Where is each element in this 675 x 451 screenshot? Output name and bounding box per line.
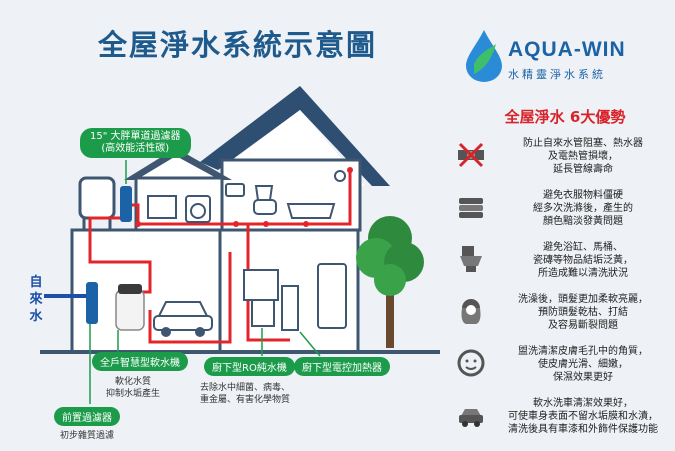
tree-trunk [386,288,394,348]
big-filter-sub: (高效能活性碳) [101,143,170,154]
page-title: 全屋淨水系統示意圖 [98,28,378,62]
advantage-item: 軟水洗車清潔效果好， 可使車身表面不留水垢膜和水漬， 清洗後具有車漆和外飾件保護… [452,394,668,435]
softener-tag: 全戶智慧型軟水機 [92,352,188,371]
advantage-line: 保濕效果更好 [553,371,613,383]
heater-device [281,285,299,331]
advantage-text: 洗澡後，頭髮更加柔軟亮麗， 預防頭髮乾枯、打結 及容易斷裂問題 [492,290,674,334]
ro-tag: 廚下型RO純水機 [204,357,295,376]
prefilter-note: 初步雜質過濾 [60,431,115,441]
advantage-line: 避免浴缸、馬桶、 [543,241,623,253]
refrigerator-icon [317,263,347,329]
advantage-line: 清洗後具有車漆和外飾件保護功能 [508,423,658,435]
prefilter-device [86,282,98,324]
softener-note: 軟化水質 抑制水垢產生 [106,376,160,400]
house-diagram [40,86,440,404]
advantage-line: 所造成難以清洗狀況 [538,267,628,279]
advantage-text: 避免衣服物料僵硬 經多次洗滌後，產生的 顏色黯淡發黃問題 [492,186,674,230]
advantage-line: 及容易斷裂問題 [548,319,618,331]
house-roof [200,86,390,186]
hair-icon [461,299,481,324]
big-filter-device [120,186,132,222]
advantage-item: 避免衣服物料僵硬 經多次洗滌後，產生的 顏色黯淡發黃問題 [452,186,668,227]
toilet-fixture-icon [254,185,274,201]
toilet-icon [460,246,482,272]
advantage-line: 盥洗清潔皮膚毛孔中的角質， [518,345,648,357]
advantage-line: 經多次洗滌後，產生的 [533,202,633,214]
advantage-item: 防止自來水管阻塞、熱水器 及電熱管損壞， 延長管線壽命 [452,134,668,175]
prefilter-tag: 前置過濾器 [54,407,120,426]
advantage-item: 洗澡後，頭髮更加柔軟亮麗， 預防頭髮乾枯、打結 及容易斷裂問題 [452,290,668,331]
advantage-line: 及電熱管損壞， [548,150,618,162]
pipe-blocked-icon [458,142,484,168]
shower-icon [334,170,346,182]
advantage-line: 可使車身表面不留水垢膜和水漬， [508,410,658,422]
face-care-icon [457,349,485,377]
advantage-item: 避免浴缸、馬桶、 瓷磚等物品結垢泛黃， 所造成難以清洗狀況 [452,238,668,279]
advantage-text: 防止自來水管阻塞、熱水器 及電熱管損壞， 延長管線壽命 [492,134,674,178]
big-filter-tag: 15" 大胖單道過濾器 (高效能活性碳) [80,128,191,158]
wardrobe-icon [147,195,177,219]
bathtub-icon [286,203,336,219]
advantages-title: 全屋淨水 6大優勢 [504,108,626,126]
advantage-line: 軟水洗車清潔效果好， [533,397,633,409]
advantage-text: 避免浴缸、馬桶、 瓷磚等物品結垢泛黃， 所造成難以清洗狀況 [492,238,674,282]
advantage-line: 洗澡後，頭髮更加柔軟亮麗， [518,293,648,305]
advantage-line: 使皮膚光滑、細嫩， [538,358,628,370]
brand-name: AQUA-WIN [508,38,626,61]
ro-note-line: 重金屬、有害化學物質 [200,395,291,405]
heater-tag: 廚下型電控加熱器 [294,357,390,376]
advantage-text: 盥洗清潔皮膚毛孔中的角質， 使皮膚光滑、細嫩， 保濕效果更好 [492,342,674,386]
ro-note-line: 去除水中細菌、病毒、 [200,383,291,393]
ro-device [251,299,275,327]
advantage-line: 瓷磚等物品結垢泛黃， [533,254,633,266]
brand-subtitle: 水精靈淨水系統 [508,68,606,81]
folded-clothes-icon [459,198,483,218]
advantage-line: 預防頭髮乾枯、打結 [538,306,628,318]
big-filter-label: 15" 大胖單道過濾器 [90,131,181,142]
softener-note-line: 軟化水質 [115,377,152,387]
advantage-line: 防止自來水管阻塞、熱水器 [523,137,643,149]
water-drop-logo-icon [466,30,502,82]
ro-note: 去除水中細菌、病毒、 重金屬、有害化學物質 [200,382,290,406]
softener-note-line: 抑制水垢產生 [106,389,161,399]
advantage-text: 軟水洗車清潔效果好， 可使車身表面不留水垢膜和水漬， 清洗後具有車漆和外飾件保護… [492,394,674,438]
water-tank-icon [78,176,116,220]
softener-device [115,289,145,331]
car-wash-icon [459,409,483,427]
mirror-icon [225,183,245,197]
advantage-line: 顏色黯淡發黃問題 [543,215,623,227]
advantage-item: 盥洗清潔皮膚毛孔中的角質， 使皮膚光滑、細嫩， 保濕效果更好 [452,342,668,383]
advantage-line: 延長管線壽命 [553,163,613,175]
stove-icon [243,269,279,301]
advantage-line: 避免衣服物料僵硬 [543,189,623,201]
tap-water-inlet-label: 自來水 [29,275,43,324]
